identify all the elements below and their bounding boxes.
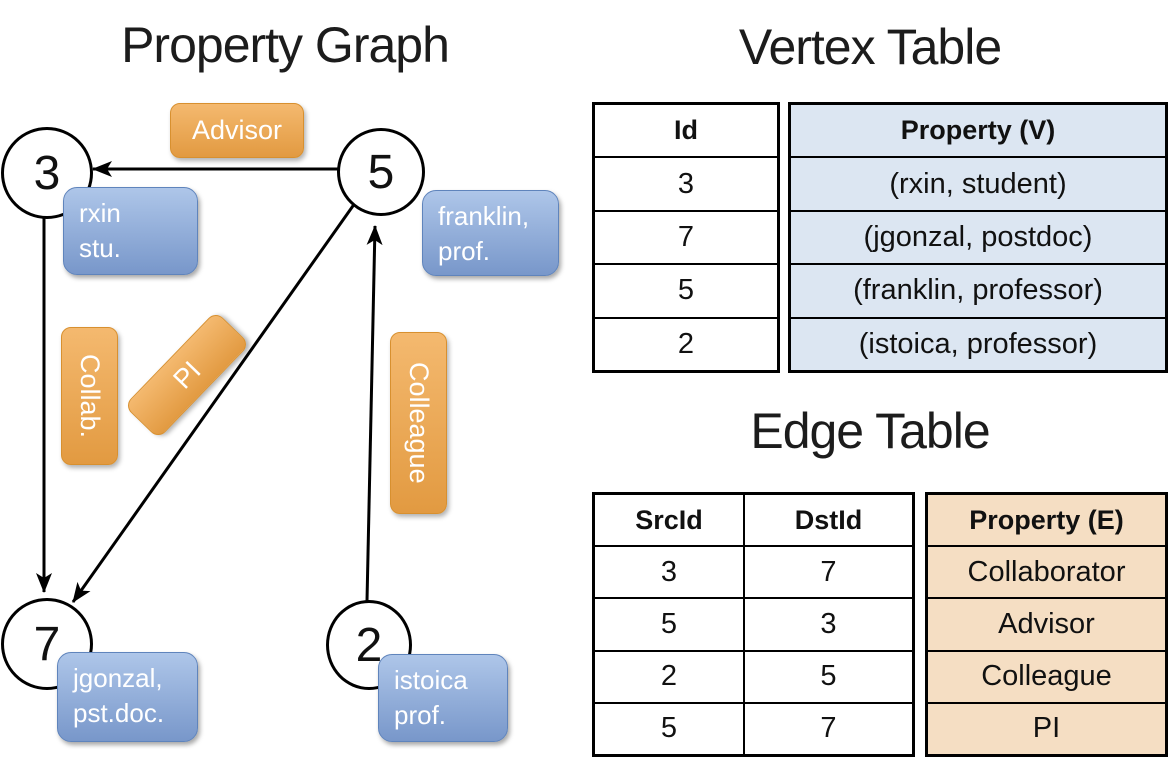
edge-label-text: Advisor	[191, 115, 283, 145]
table-cell: Colleague	[928, 649, 1165, 702]
table-cell: 3	[820, 608, 837, 640]
table-row: 3 7	[595, 545, 912, 598]
vertex-label-line: rxin	[79, 198, 121, 228]
edge-label-collab: Collab.	[61, 327, 118, 465]
table-cell: (rxin, student)	[791, 156, 1165, 209]
vertex-label-line: prof.	[394, 700, 447, 731]
node-id: 2	[355, 618, 383, 672]
vertex-label-line: prof.	[438, 236, 491, 267]
table-cell: 5	[595, 263, 777, 316]
table-cell: 2	[595, 316, 777, 370]
table-cell: (jgonzal, postdoc)	[791, 209, 1165, 263]
table-row: 2 5	[595, 649, 912, 702]
vertex-label-line: istoica	[394, 665, 468, 695]
edge-label-colleague: Colleague	[390, 332, 447, 514]
table-cell: 7	[820, 555, 837, 588]
property-graph-title: Property Graph	[121, 17, 450, 73]
vertex-label-line: franklin,	[438, 201, 530, 231]
vertex-table-header-property: Property (V)	[900, 115, 1056, 146]
vertex-table-title: Vertex Table	[738, 19, 1002, 75]
edge-colleague-line	[365, 225, 383, 602]
vertex-label-line: stu.	[79, 233, 121, 264]
table-row: 5 3	[595, 597, 912, 650]
node-id: 5	[367, 145, 395, 199]
edge-table-title: Edge Table	[750, 403, 990, 459]
table-cell: 5	[595, 703, 745, 755]
table-cell: 5	[820, 660, 837, 693]
table-cell: 7	[595, 209, 777, 263]
table-cell: Collaborator	[928, 545, 1165, 597]
edge-table-header-srcid: SrcId	[595, 495, 745, 546]
vertex-table-header-id: Id	[674, 115, 698, 146]
table-cell: PI	[928, 701, 1165, 754]
edge-table-property-column: Property (E) Collaborator Advisor Collea…	[925, 492, 1168, 757]
vertex-label-rxin: rxin stu.	[63, 187, 198, 275]
edge-label-advisor: Advisor	[170, 103, 304, 158]
edge-table-header-property: Property (E)	[969, 504, 1124, 535]
edge-label-text: Collab.	[75, 353, 105, 439]
edge-pi-line	[71, 202, 357, 603]
table-cell: Advisor	[928, 597, 1165, 649]
edge-label-text: PI	[166, 355, 207, 395]
table-cell: (franklin, professor)	[791, 263, 1165, 316]
table-row: 5 7	[595, 701, 912, 755]
vertex-label-franklin: franklin, prof.	[422, 190, 559, 276]
edge-table-header-dstid: DstId	[794, 504, 863, 535]
table-cell: 5	[595, 599, 745, 650]
vertex-label-istoica: istoica prof.	[378, 654, 508, 742]
vertex-label-line: jgonzal,	[73, 663, 163, 693]
table-cell: 2	[595, 651, 745, 702]
node-id: 3	[33, 146, 61, 200]
edge-table-id-columns: SrcId DstId 3 7 5 3 2 5 5 7	[592, 492, 915, 757]
table-cell: 3	[595, 156, 777, 209]
vertex-table-property-column: Property (V) (rxin, student) (jgonzal, p…	[788, 102, 1168, 373]
vertex-table-id-column: Id 3 7 5 2	[592, 102, 780, 373]
vertex-label-line: pst.doc.	[73, 698, 165, 729]
edge-label-text: Colleague	[404, 362, 434, 484]
table-row: SrcId DstId	[595, 495, 912, 546]
graph-node-7: 7	[1, 598, 93, 690]
graph-node-5: 5	[337, 128, 425, 216]
table-cell: 3	[595, 547, 745, 598]
vertex-label-jgonzal: jgonzal, pst.doc.	[57, 652, 198, 742]
graph-edges-svg	[36, 161, 383, 603]
table-cell: (istoica, professor)	[791, 316, 1165, 370]
table-cell: 7	[820, 712, 837, 745]
node-id: 7	[33, 617, 61, 671]
